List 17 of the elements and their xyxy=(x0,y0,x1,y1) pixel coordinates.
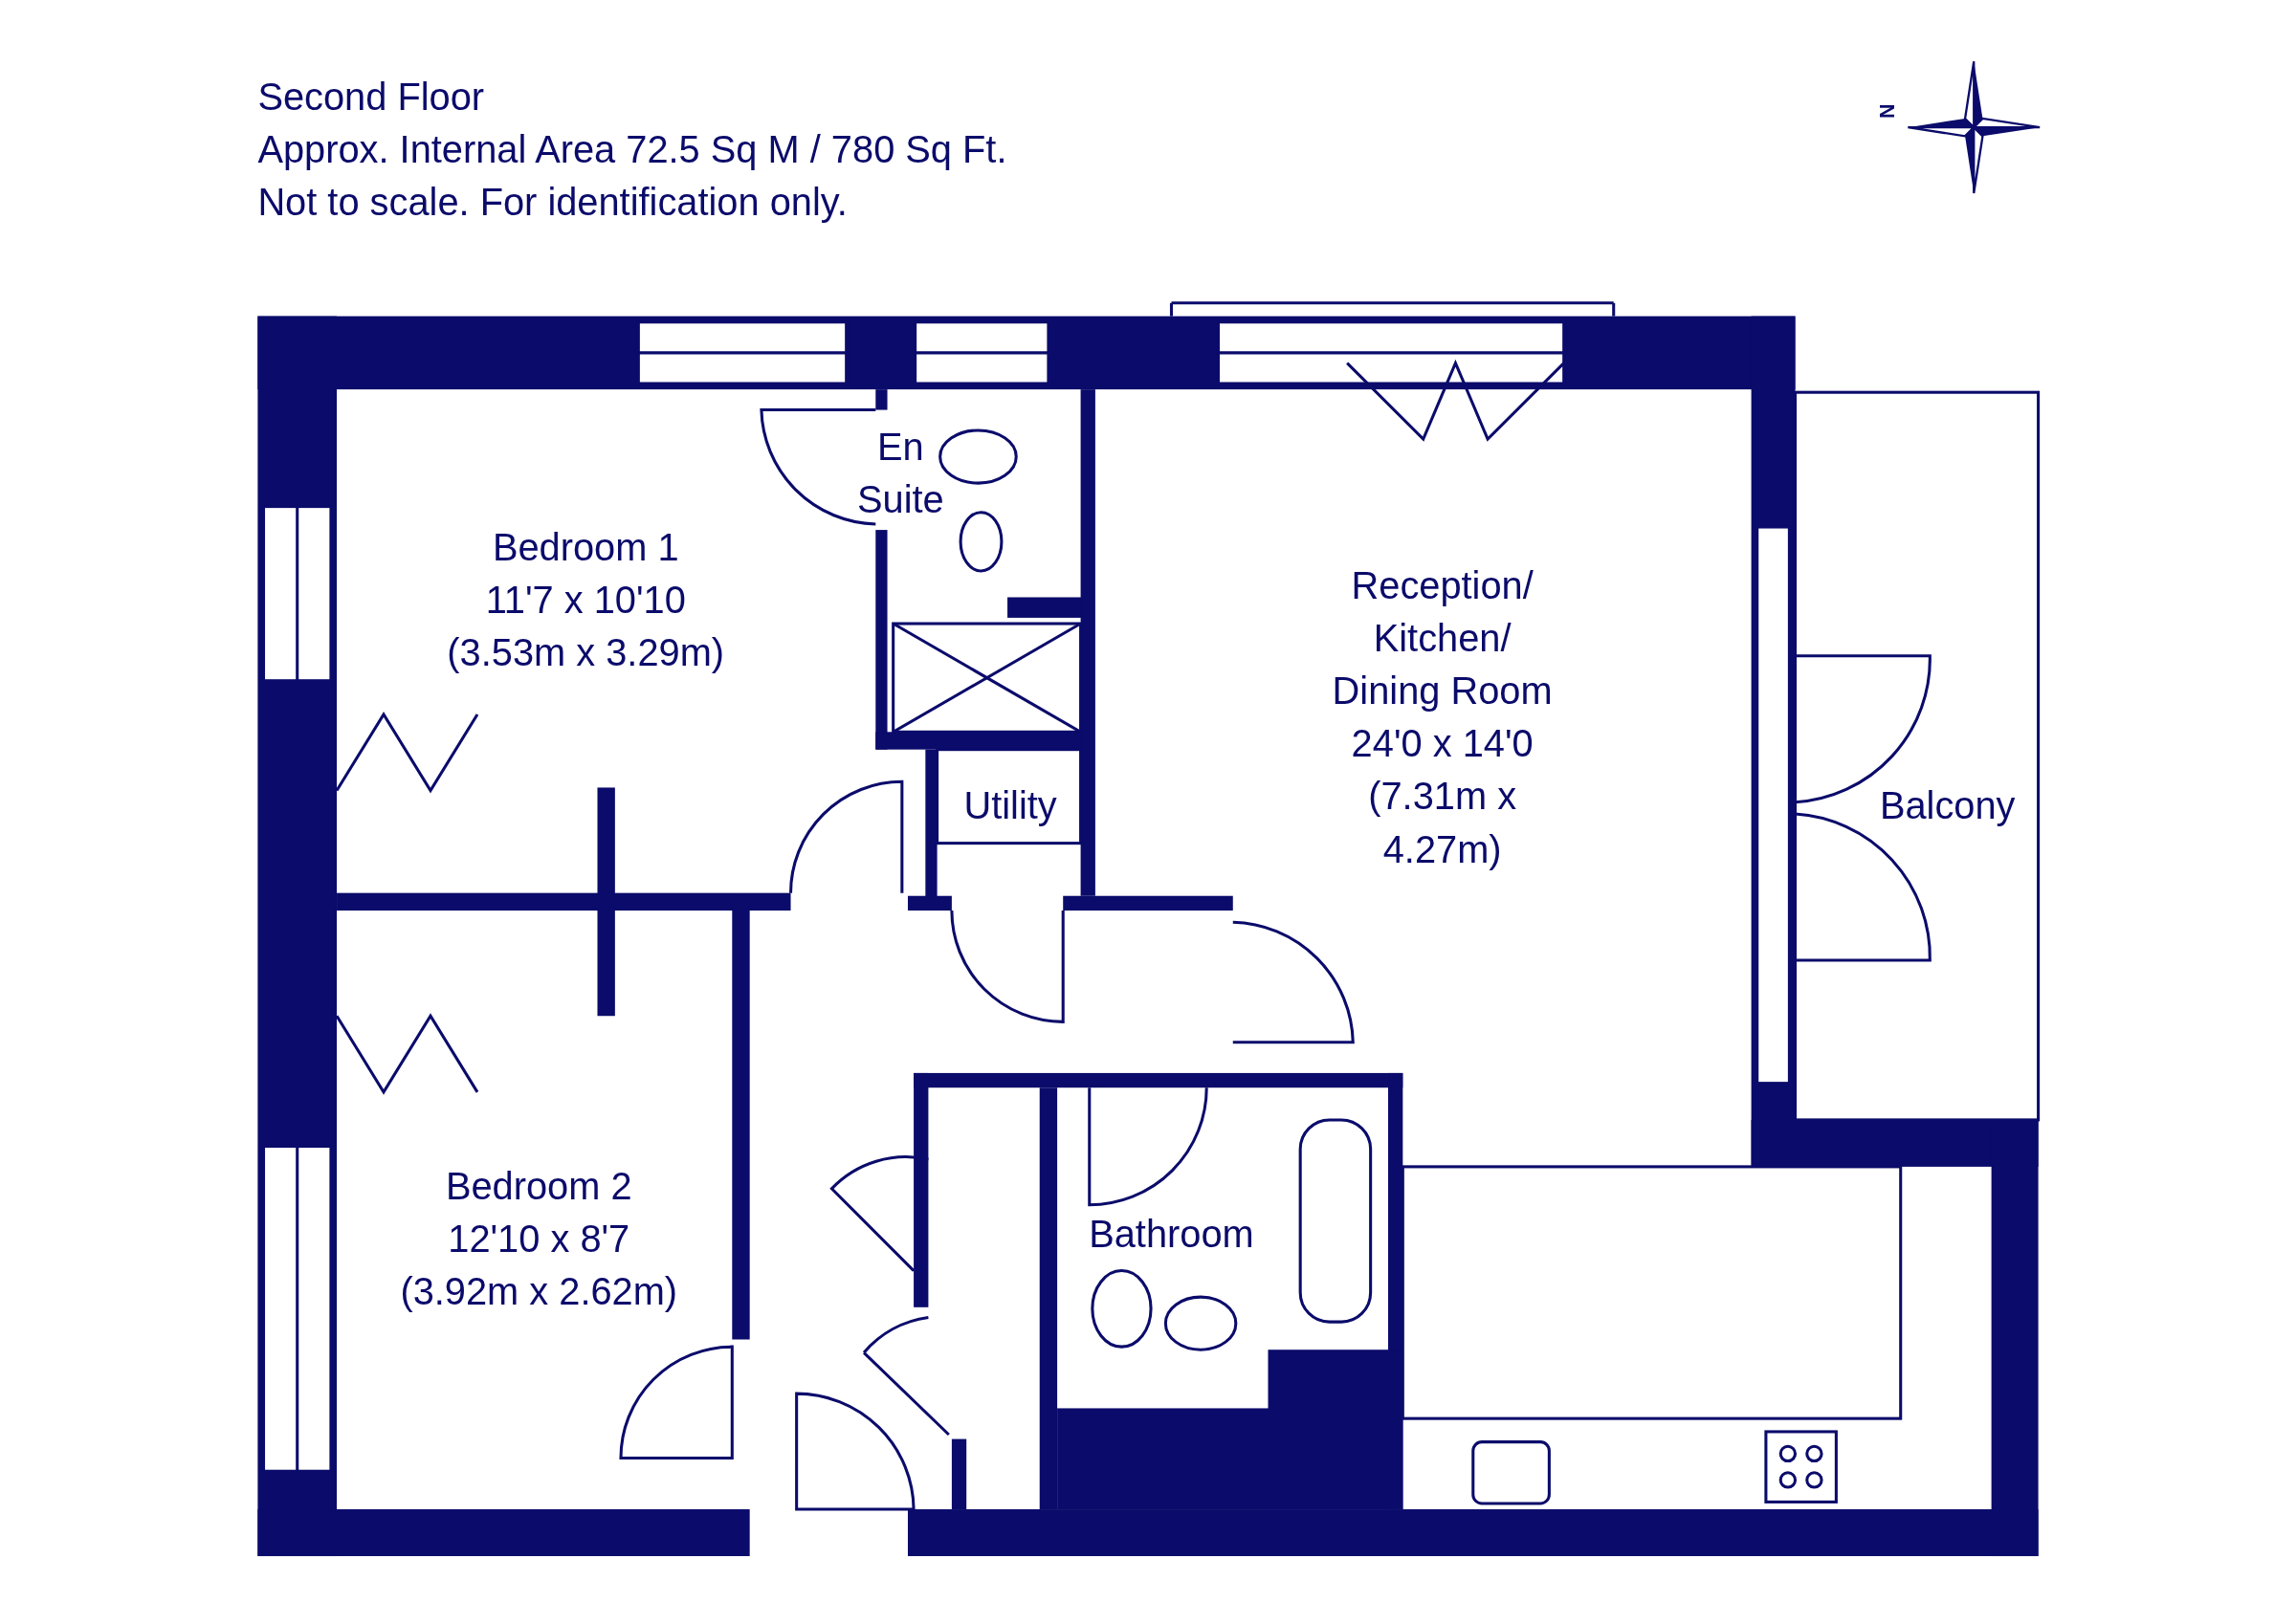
room-name: Bedroom 2 xyxy=(444,1162,633,1210)
room-name: Reception/ Kitchen/ Dining Room xyxy=(1331,562,1554,715)
room-name: Bathroom xyxy=(1088,1211,1255,1259)
room-dimensions: 12'10 x 8'7 xyxy=(447,1215,631,1262)
floor-title: Second Floor xyxy=(257,74,485,121)
room-dimensions-metric: (7.31m x 4.27m) xyxy=(1367,773,1518,873)
room-name: En Suite xyxy=(855,423,945,523)
room-name: Balcony xyxy=(1878,781,2017,829)
room-dimensions: 11'7 x 10'10 xyxy=(484,577,687,625)
room-name: Bedroom 1 xyxy=(491,524,680,572)
room-dimensions: 24'0 x 14'0 xyxy=(1350,720,1534,768)
area-note: Approx. Internal Area 72.5 Sq M / 780 Sq Ft. xyxy=(257,126,1007,174)
disclaimer-note: Not to scale. For identification only. xyxy=(257,179,848,227)
north-label: N xyxy=(1875,103,1900,120)
room-dimensions-metric: (3.92m x 2.62m) xyxy=(399,1268,679,1315)
room-dimensions-metric: (3.53m x 3.29m) xyxy=(446,629,726,677)
room-name: Utility xyxy=(962,781,1058,829)
